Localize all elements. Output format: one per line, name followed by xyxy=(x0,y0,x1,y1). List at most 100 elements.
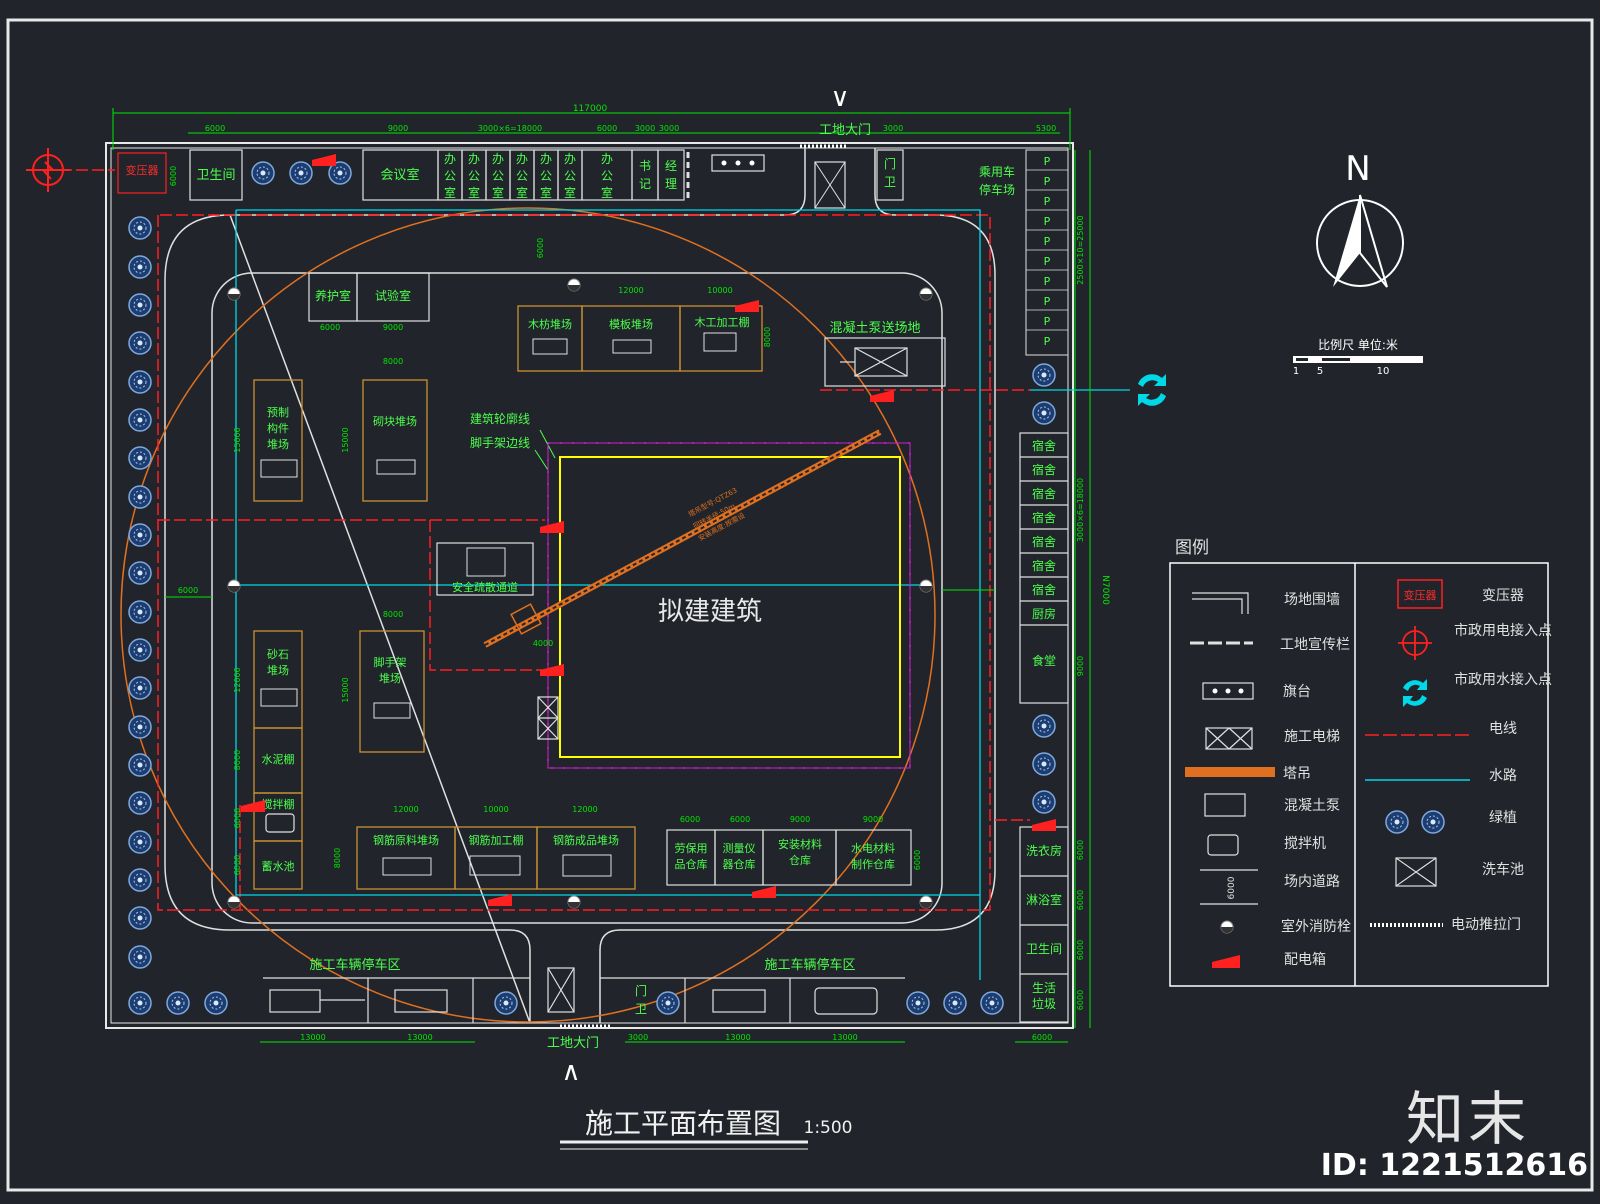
legend-wash-pit xyxy=(1395,857,1437,887)
legend-left-labels: 场地围墙 工地宣传栏 旗台 施工电梯 塔吊 混凝土泵 搅拌机 场内道路 室外消防… xyxy=(1280,592,1351,968)
material-glyphs xyxy=(260,332,737,877)
svg-text:9000: 9000 xyxy=(790,815,810,824)
svg-text:构件: 构件 xyxy=(267,421,289,435)
svg-text:变压器: 变压器 xyxy=(1482,588,1524,604)
svg-text:堆场: 堆场 xyxy=(379,671,401,685)
yards-outline xyxy=(253,305,763,890)
flag-platform-icon xyxy=(721,160,755,166)
svg-text:办: 办 xyxy=(492,151,504,166)
svg-text:公: 公 xyxy=(516,169,528,183)
exit-box xyxy=(436,542,534,596)
svg-text:8000: 8000 xyxy=(383,610,403,619)
power-line xyxy=(60,169,1030,911)
svg-text:P: P xyxy=(1044,295,1051,308)
svg-text:13000: 13000 xyxy=(407,1033,432,1042)
svg-text:工地宣传栏: 工地宣传栏 xyxy=(1280,637,1350,653)
leader-lines xyxy=(534,429,556,471)
exit-label: 安全疏散通道 xyxy=(452,580,518,594)
svg-text:15000: 15000 xyxy=(341,427,350,452)
svg-text:水泥棚: 水泥棚 xyxy=(262,752,295,766)
svg-text:办: 办 xyxy=(564,151,576,166)
pump-area-label: 混凝土泵送场地 xyxy=(829,320,920,336)
svg-text:公: 公 xyxy=(601,169,613,183)
legend-water-access xyxy=(1403,679,1427,707)
svg-text:安装材料: 安装材料 xyxy=(778,837,822,851)
svg-text:5: 5 xyxy=(1317,366,1323,377)
svg-text:P: P xyxy=(1044,155,1051,168)
svg-text:洗车池: 洗车池 xyxy=(1482,861,1524,878)
guard-bottom-label-1: 门 xyxy=(635,983,647,998)
drawing-frame xyxy=(6,18,1594,1192)
svg-text:6000: 6000 xyxy=(1076,890,1085,910)
svg-text:宿舍: 宿舍 xyxy=(1032,510,1056,525)
carpentry-label: 木工加工棚 xyxy=(695,315,750,329)
svg-text:室: 室 xyxy=(601,185,613,200)
svg-text:脚手架: 脚手架 xyxy=(374,655,407,669)
svg-text:室: 室 xyxy=(492,185,504,200)
svg-text:水路: 水路 xyxy=(1489,768,1517,784)
svg-text:办: 办 xyxy=(601,151,613,166)
svg-text:3000: 3000 xyxy=(883,124,903,133)
water-line xyxy=(235,209,1130,980)
legend-right-labels: 变压器 市政用电接入点 市政用水接入点 电线 水路 绿植 洗车池 电动推拉门 xyxy=(1451,588,1552,933)
svg-text:卫生间: 卫生间 xyxy=(1026,942,1062,956)
svg-text:3000: 3000 xyxy=(635,124,655,133)
scaffold-label: 脚手架边线 xyxy=(470,435,530,450)
svg-text:P: P xyxy=(1044,215,1051,228)
top-buildings xyxy=(117,149,904,209)
dim-overall-height: N7000 xyxy=(1100,575,1110,605)
dorm-labels: 宿舍 宿舍 宿舍 宿舍 宿舍 宿舍 宿舍 厨房 食堂 洗衣房 淋浴室 卫生间 生… xyxy=(1026,438,1062,1011)
timber-label: 木枋堆场 xyxy=(528,317,572,331)
legend-transformer-symbol: 变压器 xyxy=(1404,588,1437,602)
svg-text:垃圾: 垃圾 xyxy=(1032,996,1056,1011)
tower-crane xyxy=(483,429,882,648)
svg-text:器仓库: 器仓库 xyxy=(723,857,756,871)
vehicle-park-left-label: 施工车辆停车区 xyxy=(309,957,400,973)
bottom-parking xyxy=(263,967,905,1023)
svg-text:洗衣房: 洗衣房 xyxy=(1026,843,1062,858)
svg-text:8000: 8000 xyxy=(383,357,403,366)
guard-top-label-2: 卫 xyxy=(884,175,896,189)
dorm-blocks xyxy=(1019,432,1069,1023)
svg-text:生活: 生活 xyxy=(1032,981,1056,995)
svg-text:施工电梯: 施工电梯 xyxy=(1284,729,1340,745)
svg-text:品仓库: 品仓库 xyxy=(675,857,708,871)
svg-text:宿舍: 宿舍 xyxy=(1032,582,1056,597)
site-wall xyxy=(105,142,1074,1029)
truck-icon xyxy=(712,989,766,1013)
legend-road-dim: 6000 xyxy=(1227,876,1237,899)
svg-text:配电箱: 配电箱 xyxy=(1284,952,1326,968)
image-id: ID: 1221512616 xyxy=(1320,1148,1588,1183)
svg-text:12000: 12000 xyxy=(618,286,643,295)
svg-text:9000: 9000 xyxy=(383,323,403,332)
guard-top-label-1: 门 xyxy=(884,156,896,171)
svg-text:13000: 13000 xyxy=(832,1033,857,1042)
svg-text:食堂: 食堂 xyxy=(1032,653,1056,668)
excavator-icon xyxy=(269,989,321,1013)
legend-box xyxy=(1169,562,1549,987)
svg-text:场地围墙: 场地围墙 xyxy=(1284,592,1340,608)
gate-bottom-label: 工地大门 xyxy=(547,1036,599,1051)
svg-text:厨房: 厨房 xyxy=(1032,606,1056,621)
svg-text:宿舍: 宿舍 xyxy=(1032,534,1056,549)
svg-text:市政用水接入点: 市政用水接入点 xyxy=(1454,671,1552,688)
svg-text:3000×6=18000: 3000×6=18000 xyxy=(1076,478,1085,542)
svg-text:钢筋原料堆场: 钢筋原料堆场 xyxy=(373,833,439,847)
svg-text:电动推拉门: 电动推拉门 xyxy=(1451,917,1521,933)
svg-text:6000: 6000 xyxy=(536,238,545,258)
svg-text:6000: 6000 xyxy=(1076,840,1085,860)
svg-text:室外消防栓: 室外消防栓 xyxy=(1281,918,1351,935)
legend-hydrant xyxy=(1220,920,1234,934)
svg-text:10000: 10000 xyxy=(707,286,732,295)
svg-text:6000: 6000 xyxy=(730,815,750,824)
legend-crane-symbol xyxy=(1185,767,1275,777)
power-access-icon xyxy=(26,148,70,192)
svg-text:制作仓库: 制作仓库 xyxy=(851,857,895,871)
svg-text:8000: 8000 xyxy=(233,750,242,770)
dim-top: 6000 9000 3000×6=18000 6000 3000 3000 30… xyxy=(205,124,1056,133)
svg-text:室: 室 xyxy=(444,185,456,200)
wash-pit-icon xyxy=(814,161,846,209)
meeting-label: 会议室 xyxy=(380,167,419,183)
